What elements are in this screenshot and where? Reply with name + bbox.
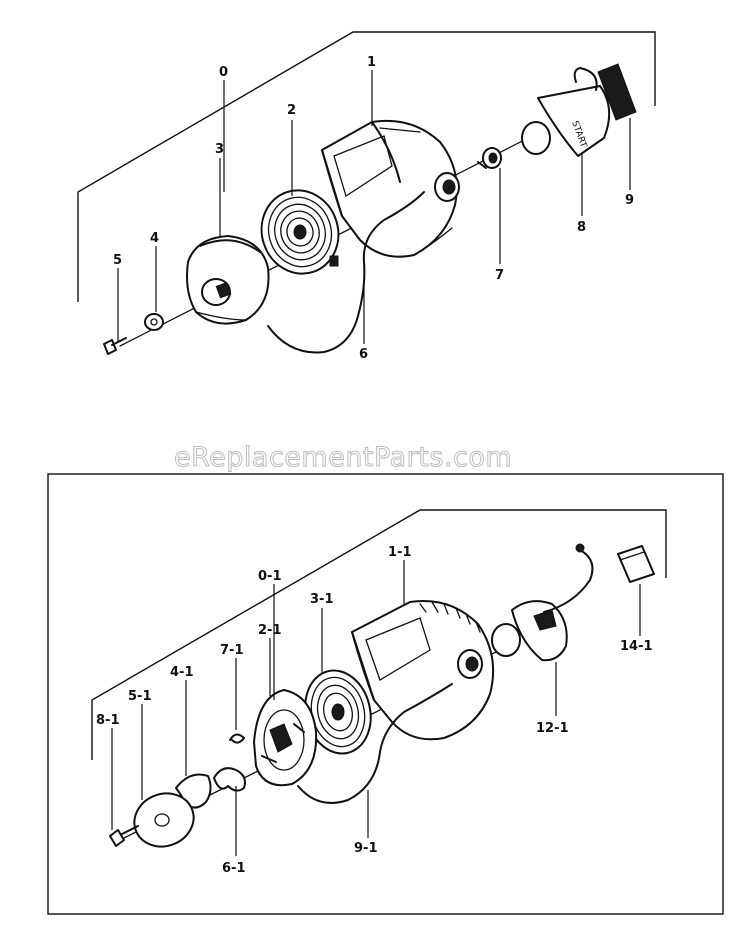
starter-rope-part-9-1 [297, 683, 453, 804]
washer-part-4 [144, 313, 164, 331]
reel-part-3-1 [304, 669, 372, 755]
watermark-text: eReplacementParts.com [174, 442, 512, 473]
label-14-1: 14-1 [620, 639, 653, 654]
label-1: 1 [367, 55, 376, 70]
label-3: 3 [215, 142, 224, 157]
label-7: 7 [495, 268, 504, 283]
label-12-1: 12-1 [536, 721, 569, 736]
pad-part-14-1 [617, 545, 655, 583]
label-2-1: 2-1 [258, 623, 282, 638]
label-0: 0 [219, 65, 228, 80]
label-6: 6 [359, 347, 368, 362]
spring-plate-part-6-1 [213, 767, 246, 792]
pulley-part-3 [186, 235, 270, 325]
handle-part-8: START [521, 67, 611, 157]
recoil-case-part-1 [321, 119, 460, 258]
spring-part-7-1 [229, 733, 245, 744]
reel-part-2 [260, 189, 340, 275]
label-5: 5 [113, 253, 122, 268]
starter-rope-part-6 [267, 191, 425, 354]
washer-part-5-1 [133, 792, 195, 848]
recoil-case-part-1-1 [351, 600, 495, 741]
pad-part-9 [597, 63, 637, 121]
handle-part-12-1 [491, 543, 594, 662]
label-7-1: 7-1 [220, 643, 244, 658]
label-4-1: 4-1 [170, 665, 194, 680]
label-2: 2 [287, 103, 296, 118]
label-4: 4 [150, 231, 159, 246]
label-9: 9 [625, 193, 634, 208]
label-3-1: 3-1 [310, 592, 334, 607]
bolt-part-8-1 [109, 825, 139, 847]
label-8-1: 8-1 [96, 713, 120, 728]
bolt-part-5 [103, 337, 127, 355]
bottom-assembly-bracket [91, 509, 667, 760]
label-1-1: 1-1 [388, 545, 412, 560]
top-assembly: START 0 1 2 3 4 5 6 7 8 9 [77, 31, 656, 362]
label-8: 8 [577, 220, 586, 235]
bottom-assembly: 0-1 1-1 3-1 2-1 7-1 4-1 5-1 8-1 6-1 9-1 … [47, 473, 724, 915]
label-5-1: 5-1 [128, 689, 152, 704]
bottom-assembly-frame [47, 473, 724, 915]
top-assembly-bracket [77, 31, 656, 302]
label-9-1: 9-1 [354, 841, 378, 856]
label-0-1: 0-1 [258, 569, 282, 584]
pulley-part-2-1 [253, 689, 318, 787]
label-6-1: 6-1 [222, 861, 246, 876]
bushing-part-7 [477, 147, 502, 169]
